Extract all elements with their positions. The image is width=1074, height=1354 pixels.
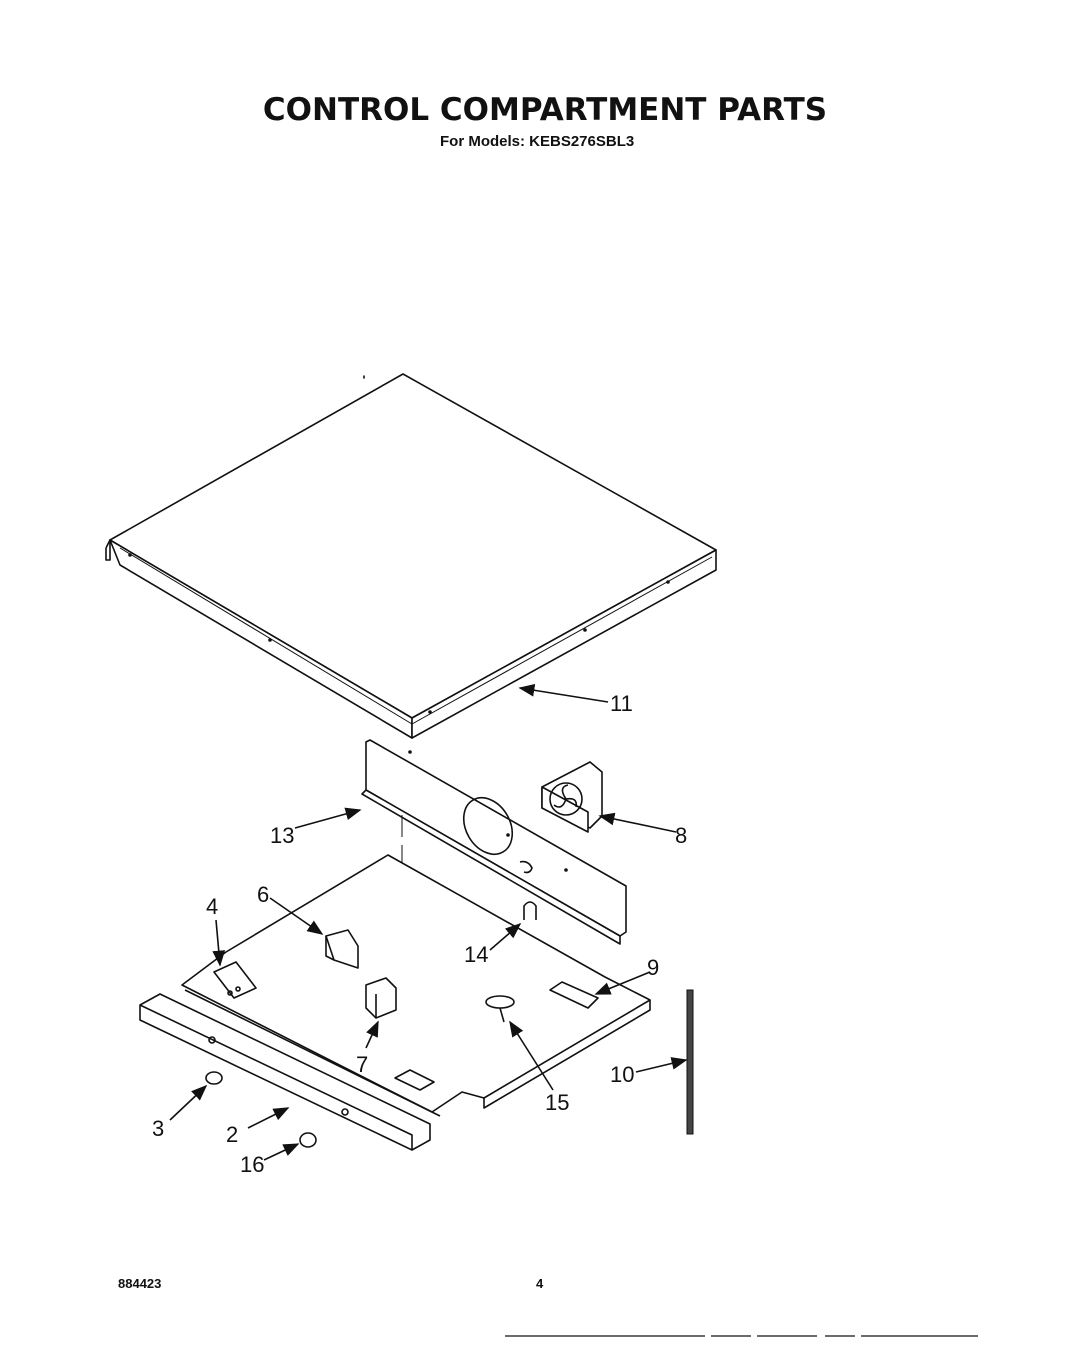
callout-15: 15 (545, 1090, 569, 1115)
leader-lines (169, 683, 688, 1161)
page-number: 4 (536, 1276, 544, 1291)
nut-part-3 (205, 1071, 223, 1085)
nut-part-16 (299, 1132, 317, 1148)
thermostat (485, 995, 515, 1023)
callout-2: 2 (226, 1122, 238, 1147)
cooling-fan (541, 761, 603, 833)
door-switch (549, 981, 599, 1009)
callout-6: 6 (257, 882, 269, 907)
callout-13: 13 (270, 823, 294, 848)
callout-7: 7 (356, 1052, 368, 1077)
callout-8: 8 (675, 823, 687, 848)
relay (365, 977, 397, 1019)
wire-clip (523, 901, 537, 920)
base-tray (139, 854, 651, 1151)
callout-14: 14 (464, 942, 488, 967)
transformer (325, 929, 359, 969)
model-subtitle: For Models: KEBS276SBL3 (440, 133, 635, 150)
callout-11: 11 (610, 691, 633, 716)
callout-9: 9 (647, 955, 659, 980)
fan-bracket-plate (361, 375, 627, 945)
doc-number: 884423 (118, 1276, 162, 1291)
terminal-block (213, 961, 257, 999)
callout-3: 3 (152, 1116, 164, 1141)
gasket-strip (686, 989, 694, 1135)
callout-4: 4 (206, 894, 218, 919)
top-cover-panel (105, 373, 717, 739)
tray-plate (394, 1069, 435, 1091)
page-title: CONTROL COMPARTMENT PARTS (262, 92, 828, 128)
callout-10: 10 (610, 1062, 634, 1087)
callout-16: 16 (240, 1152, 264, 1177)
